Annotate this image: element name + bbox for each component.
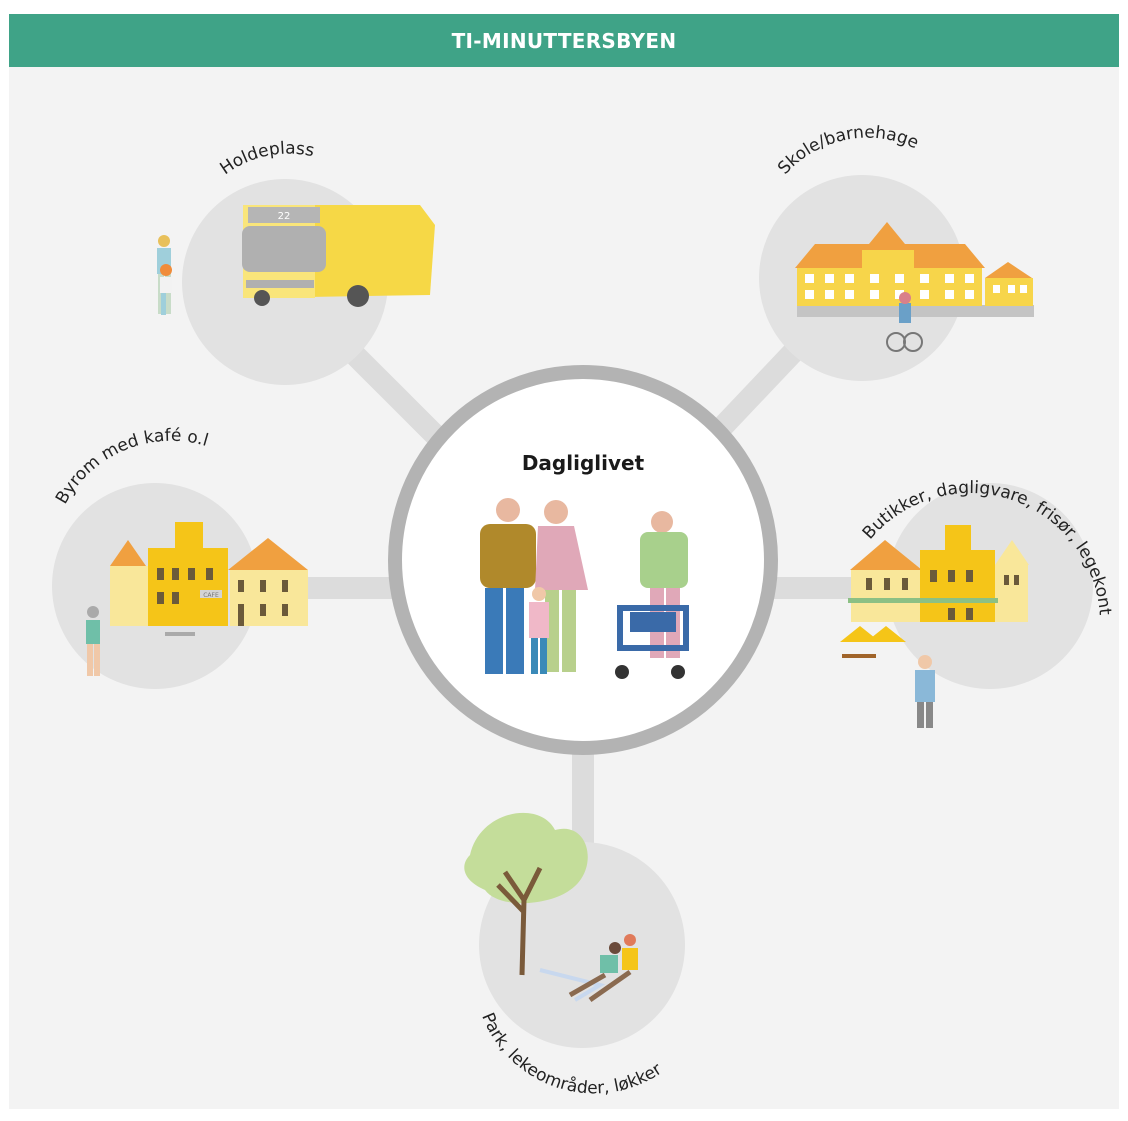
header-title: TI-MINUTTERSBYEN (451, 28, 677, 53)
park-illustration (464, 812, 638, 1003)
center-ring (388, 365, 778, 755)
label-skole: Skole/barnehage (774, 123, 921, 179)
connector-skole (702, 337, 808, 448)
walkers-illustration (157, 235, 172, 315)
center-title: Dagliglivet (522, 451, 645, 475)
bus-number: 22 (278, 211, 291, 222)
school-illustration (795, 222, 1034, 352)
cafe-sign: CAFE (203, 592, 219, 599)
connector-holdeplass (337, 337, 453, 453)
square-cafe-illustration: CAFE (86, 522, 308, 676)
people-illustration (480, 498, 689, 679)
header-banner: TI-MINUTTERSBYEN (9, 14, 1119, 67)
shops-illustration (840, 525, 1029, 728)
label-holdeplass: Holdeplass (216, 138, 316, 179)
bus-illustration: 22 (242, 205, 435, 307)
